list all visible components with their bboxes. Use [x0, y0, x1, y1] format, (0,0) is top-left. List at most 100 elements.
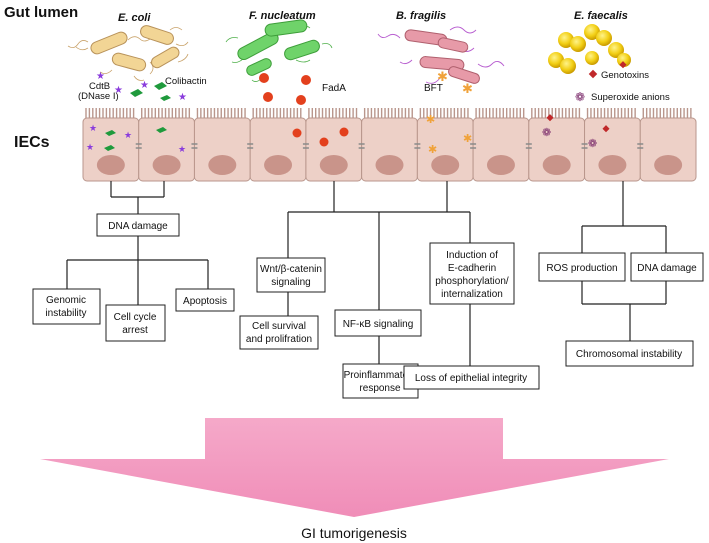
star-icon: ★: [86, 142, 94, 152]
svg-text:arrest: arrest: [122, 325, 148, 336]
svg-text:signaling: signaling: [271, 277, 310, 288]
cell-nucleus: [654, 155, 683, 175]
splat-icon: ✱: [463, 133, 472, 145]
box-wnt-signaling: Wnt/β-catenin signaling: [256, 257, 326, 293]
tight-junction: [302, 143, 309, 149]
diamond-icon: [588, 69, 598, 79]
microvilli: [196, 108, 246, 118]
dot-icon: [339, 127, 349, 137]
microvilli: [475, 108, 525, 118]
svg-text:Apoptosis: Apoptosis: [183, 296, 227, 307]
box-cell-survival: Cell survival and prolifration: [239, 315, 319, 350]
box-dna-damage-ecoli: DNA damage: [96, 213, 180, 237]
flower-icon: ❁: [575, 90, 585, 104]
tight-junction: [191, 143, 198, 149]
toxin-label-colibactin: Colibactin: [165, 76, 207, 87]
cell-nucleus: [375, 155, 404, 175]
microvilli: [141, 108, 191, 118]
tight-junction: [358, 143, 365, 149]
cell-nucleus: [319, 155, 348, 175]
leaf-icon: [130, 89, 143, 97]
splat-icon: ✱: [462, 81, 473, 96]
cell-nucleus: [542, 155, 571, 175]
diamond-icon: [619, 61, 627, 69]
splat-icon: ✱: [428, 144, 437, 156]
microvilli: [419, 108, 469, 118]
svg-text:Cell cycle: Cell cycle: [114, 312, 157, 323]
cell-nucleus: [208, 155, 237, 175]
microvilli: [586, 108, 636, 118]
svg-text:DNA damage: DNA damage: [108, 221, 168, 232]
toxin-label-fada: FadA: [322, 83, 346, 94]
microvilli: [363, 108, 413, 118]
box-ecadherin: Induction of E-cadherin phosphorylation/…: [429, 242, 515, 305]
svg-text:NF-κB signaling: NF-κB signaling: [343, 319, 414, 330]
dot-icon: [263, 92, 273, 102]
dot-icon: [259, 73, 269, 83]
leaf-icon: [104, 145, 115, 151]
gut-lumen-label: Gut lumen: [4, 4, 78, 21]
star-icon: ★: [89, 123, 97, 133]
tight-junction: [135, 143, 142, 149]
star-icon: ★: [96, 71, 105, 82]
star-icon: ★: [178, 144, 186, 154]
bacteria-name-fnucleatum: F. nucleatum: [249, 10, 316, 22]
iecs-label: IECs: [14, 134, 50, 151]
microvilli: [308, 108, 358, 118]
box-apoptosis: Apoptosis: [175, 288, 235, 312]
tight-junction: [470, 143, 477, 149]
svg-text:Chromosomal instability: Chromosomal instability: [576, 349, 682, 360]
bacteria-name-efaecalis: E. faecalis: [574, 10, 628, 22]
svg-text:Loss of epithelial integrity: Loss of epithelial integrity: [415, 373, 527, 384]
bacteria-name-ecoli: E. coli: [118, 12, 151, 24]
svg-text:Wnt/β-catenin: Wnt/β-catenin: [260, 264, 322, 275]
box-chromosomal-instability: Chromosomal instability: [565, 340, 694, 367]
efaecalis-bacteria-group: [548, 24, 631, 74]
tight-junction: [414, 143, 421, 149]
toxin-icons-cells: ★ ★ ★ ★ ✱ ✱ ✱ ❁ ❁: [86, 114, 610, 156]
flagella-icon: [67, 27, 189, 81]
toxin-label-bft: BFT: [424, 83, 443, 94]
tight-junction: [247, 143, 254, 149]
microvilli: [642, 108, 692, 118]
toxin-label-superoxide: Superoxide anions: [591, 92, 670, 103]
svg-text:Proinflammatory: Proinflammatory: [344, 370, 417, 381]
svg-text:Genomic: Genomic: [46, 295, 86, 306]
cell-nucleus: [486, 155, 515, 175]
microvilli: [531, 108, 581, 118]
tight-junction: [581, 143, 588, 149]
svg-text:Induction of: Induction of: [446, 250, 498, 261]
outcome-label: GI tumorigenesis: [301, 525, 407, 541]
box-genomic-instability: Genomic instability: [32, 288, 101, 325]
box-nfkb-signaling: NF-κB signaling: [334, 309, 422, 337]
flower-icon: ❁: [542, 127, 551, 139]
svg-text:instability: instability: [45, 308, 86, 319]
dot-icon: [296, 95, 306, 105]
svg-text:and prolifration: and prolifration: [246, 334, 312, 345]
dot-icon: [319, 137, 329, 147]
svg-text:phosphorylation/: phosphorylation/: [435, 276, 509, 287]
cell-nucleus: [598, 155, 627, 175]
box-ros-production: ROS production: [538, 252, 626, 282]
toxin-icons-lumen: ★ ★ ★ ★ ✱ ✱ ❁: [96, 61, 627, 105]
dot-icon: [301, 75, 311, 85]
leaf-icon: [105, 130, 116, 136]
svg-text:E-cadherin: E-cadherin: [448, 263, 496, 274]
star-icon: ★: [178, 92, 187, 103]
leaf-icon: [160, 95, 171, 101]
cell-nucleus: [264, 155, 293, 175]
svg-text:DNA damage: DNA damage: [637, 263, 697, 274]
leaf-icon: [156, 127, 167, 133]
tight-junction: [525, 143, 532, 149]
box-dna-damage-efaecalis: DNA damage: [630, 252, 704, 282]
microvilli: [252, 108, 302, 118]
splat-icon: ✱: [437, 69, 448, 84]
star-icon: ★: [124, 130, 132, 140]
svg-text:ROS production: ROS production: [546, 263, 617, 274]
leaf-icon: [154, 82, 167, 90]
star-icon: ★: [114, 85, 123, 96]
svg-text:response: response: [359, 383, 401, 394]
splat-icon: ✱: [426, 114, 435, 126]
cell-nucleus: [152, 155, 181, 175]
